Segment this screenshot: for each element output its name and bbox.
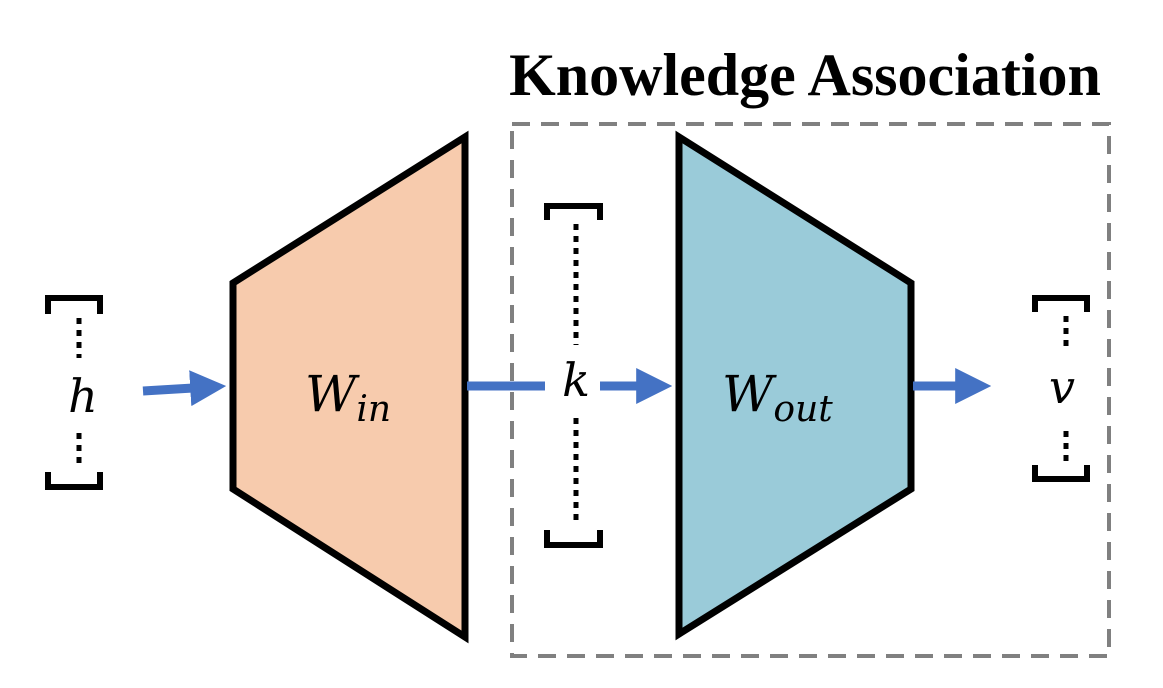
- key-vector: [544, 203, 603, 548]
- diagram-title: Knowledge Association: [509, 42, 1101, 108]
- w-in-label: Win: [305, 365, 391, 430]
- w-out-layer: [675, 130, 915, 641]
- arrow-input-to-w-in: [142, 370, 227, 407]
- w-out-label: Wout: [722, 365, 833, 430]
- input-label-h: h: [68, 369, 98, 423]
- w-in-layer: [229, 130, 469, 644]
- key-label-k: k: [562, 353, 590, 407]
- value-label-v: v: [1049, 360, 1075, 414]
- knowledge-association-box: [510, 122, 1111, 658]
- value-vector: [1032, 295, 1090, 482]
- input-vector: [45, 295, 103, 490]
